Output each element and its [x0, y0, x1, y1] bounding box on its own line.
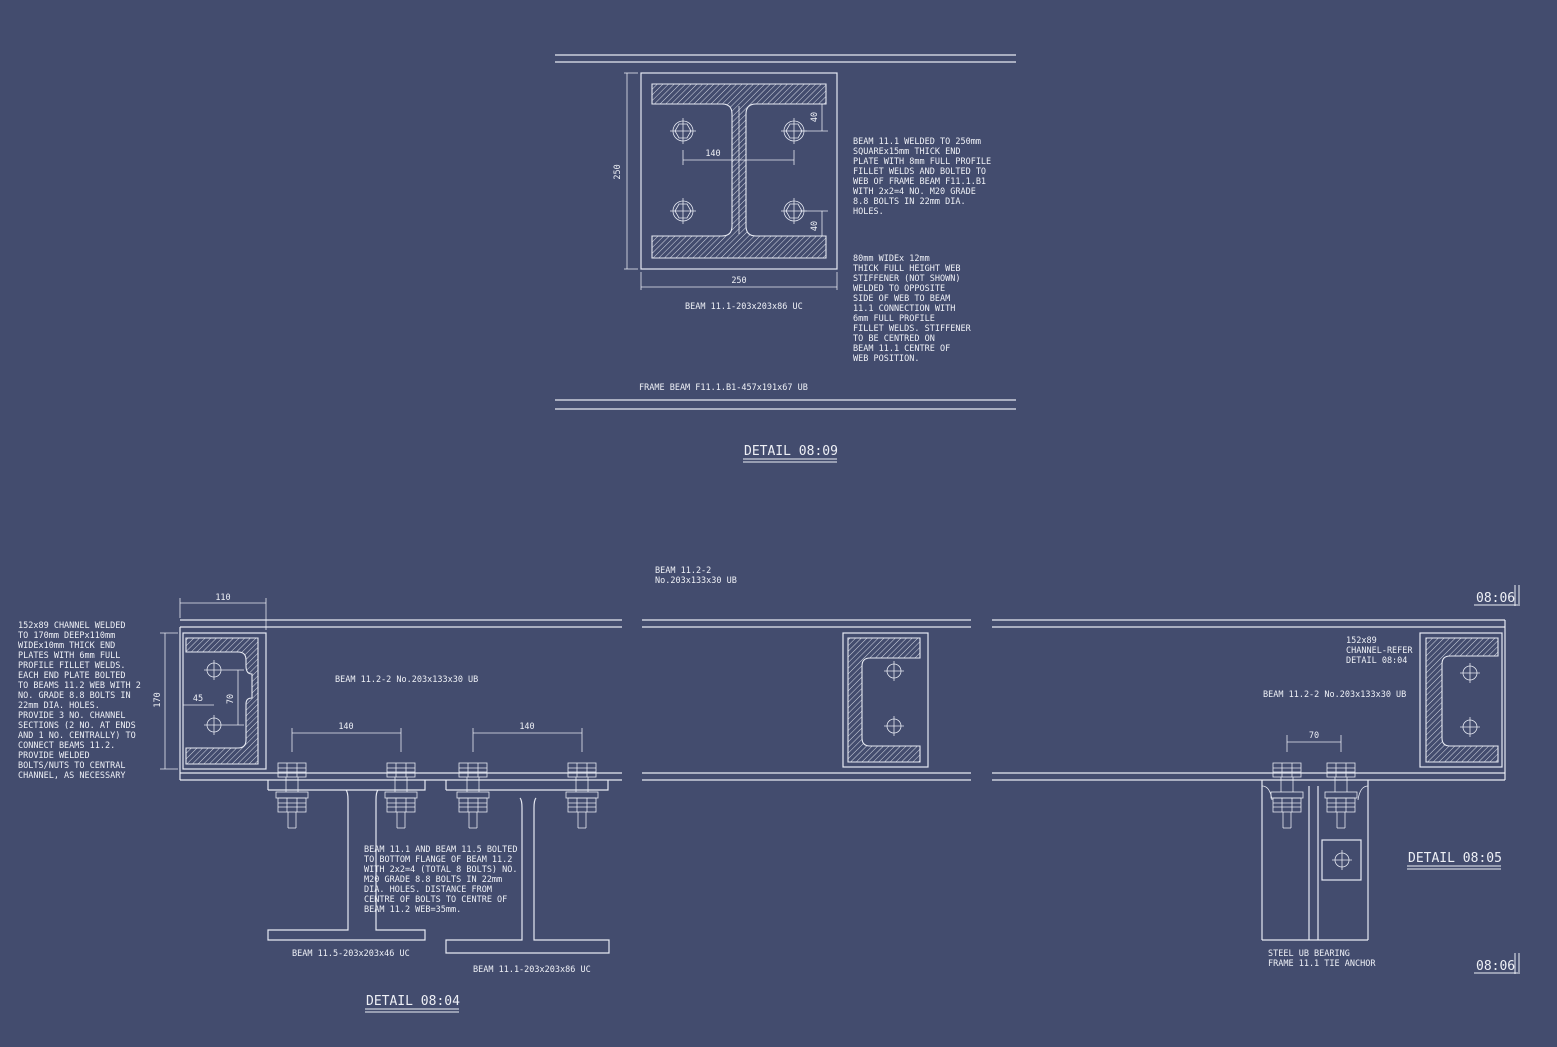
bolt-top-left — [669, 117, 697, 145]
svg-text:08:06: 08:06 — [1476, 959, 1515, 974]
bolt-bottom-left — [669, 197, 697, 225]
steel-ub-bearing — [1261, 780, 1369, 941]
welding-note: BEAM 11.1 WELDED TO 250mm SQUAREx15mm TH… — [853, 137, 996, 217]
beam-111-elevation — [445, 780, 610, 954]
dim-width-250: 250 — [640, 272, 838, 290]
detail-0809-title: DETAIL 08:09 — [744, 444, 838, 459]
dim-140-a: 140 — [291, 722, 402, 752]
beam-112-right-label: BEAM 11.2-2 No.203x133x30 UB — [1263, 690, 1406, 700]
beam-111-bottom-label: BEAM 11.1-203x203x86 UC — [473, 965, 591, 975]
dim-width-label: 250 — [731, 276, 746, 286]
ref-0806-top: 08:06 — [1474, 585, 1520, 606]
centre-end-plate — [842, 632, 929, 768]
svg-text:08:06: 08:06 — [1476, 591, 1515, 606]
left-channel-bolt-bottom — [203, 714, 225, 736]
beam-112-segment-middle — [642, 619, 971, 781]
dim-height-250: 250 — [613, 72, 638, 270]
left-end-plate — [182, 632, 267, 770]
centre-channel-bolt-top — [883, 660, 905, 682]
frame-beam-top-flange — [555, 54, 1016, 63]
channel-refer-note: 152x89 CHANNEL-REFER DETAIL 08:04 — [1346, 636, 1418, 666]
dim-height-label: 250 — [613, 164, 623, 179]
left-channel-hatched — [185, 637, 259, 765]
detail-0804-title: DETAIL 08:04 — [366, 994, 460, 1009]
detail-0809: 250 250 140 40 40 BEAM 11.1-203x203x86 U… — [555, 54, 1016, 463]
ref-0806-bottom: 08:06 — [1474, 953, 1520, 974]
top-beam-label: BEAM 11.2-2 No.203x133x30 UB — [655, 566, 737, 586]
right-channel-bolt-bottom — [1459, 716, 1481, 738]
detail-0805: 152x89 CHANNEL-REFER DETAIL 08:04 BEAM 1… — [1261, 585, 1520, 974]
bearing-label: STEEL UB BEARING FRAME 11.1 TIE ANCHOR — [1268, 949, 1376, 969]
dim-bolt-spacing-label: 140 — [705, 149, 720, 159]
dim-70-right: 70 — [1286, 731, 1342, 752]
dim-140-a-label: 140 — [338, 722, 353, 732]
right-channel-bolt-top — [1459, 662, 1481, 684]
end-plate-outline — [640, 72, 838, 270]
dim-170-label: 170 — [153, 692, 163, 707]
bolt-note: BEAM 11.1 AND BEAM 11.5 BOLTED TO BOTTOM… — [364, 845, 523, 915]
beam-111-label: BEAM 11.1-203x203x86 UC — [685, 302, 803, 312]
channel-note: 152x89 CHANNEL WELDED TO 170mm DEEPx110m… — [18, 621, 146, 781]
frame-beam-label: FRAME BEAM F11.1.B1-457x191x67 UB — [639, 383, 808, 393]
dim-110: 110 — [179, 593, 267, 630]
beam-115-label: BEAM 11.5-203x203x46 UC — [292, 949, 410, 959]
left-channel-bolt-top — [203, 659, 225, 681]
dim-70-right-label: 70 — [1309, 731, 1319, 741]
dim-70-left-label: 70 — [226, 694, 236, 704]
dim-170: 170 — [153, 632, 178, 770]
frame-beam-bottom-flange — [555, 399, 1016, 410]
right-channel-hatched — [1425, 637, 1499, 763]
centre-channel-bolt-bottom — [883, 715, 905, 737]
dim-140-b-label: 140 — [519, 722, 534, 732]
right-end-plate — [1419, 632, 1503, 768]
dim-45-label: 45 — [193, 694, 203, 704]
dim-edge-40-top: 40 — [800, 104, 828, 132]
detail-0805-title: DETAIL 08:05 — [1408, 851, 1502, 866]
dim-edge-40-bottom: 40 — [800, 210, 828, 236]
stiffener-note: 80mm WIDEx 12mm THICK FULL HEIGHT WEB ST… — [853, 254, 976, 364]
beam-112-inside-label: BEAM 11.2-2 No.203x133x30 UB — [335, 675, 478, 685]
dim-bolt-spacing-140: 140 — [682, 149, 795, 165]
beam-115-elevation — [267, 780, 426, 941]
beam-112-segment-right — [992, 619, 1506, 781]
dim-110-label: 110 — [215, 593, 230, 603]
dim-70-left: 70 — [224, 669, 244, 726]
centre-channel-hatched — [847, 637, 921, 763]
beam-112-segment-left — [179, 619, 622, 781]
dim-edge-bottom-label: 40 — [810, 221, 820, 231]
dim-edge-top-label: 40 — [810, 112, 820, 122]
dim-140-b: 140 — [472, 722, 583, 752]
dim-45: 45 — [183, 694, 214, 706]
detail-0804: 110 170 45 70 140 140 — [18, 566, 1506, 1013]
